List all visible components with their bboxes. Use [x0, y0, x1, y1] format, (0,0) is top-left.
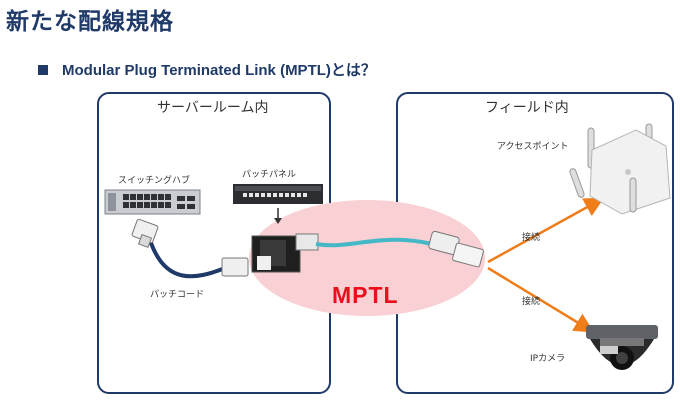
square-bullet-icon: [38, 64, 48, 75]
patch-cord-plug-left-icon: [131, 218, 159, 249]
field-plug-icon: [428, 230, 484, 268]
patch-cord-cable: [148, 239, 226, 279]
access-point-icon: [569, 123, 671, 215]
switching-hub-icon: [104, 189, 201, 215]
patch-panel-label: パッチパネル: [242, 170, 297, 180]
server-room-title: サーバールーム内: [157, 100, 269, 116]
connection-label-top: 接続: [522, 233, 541, 243]
switching-hub-label: スイッチングハブ: [118, 176, 191, 186]
patch-panel-icon: [233, 184, 323, 204]
subtitle: Modular Plug Terminated Link (MPTL)とは？: [62, 62, 376, 79]
field-title: フィールド内: [485, 100, 569, 116]
ip-camera-label: IPカメラ: [530, 354, 566, 364]
keystone-jack-icon: [251, 233, 319, 273]
arrow-to-ip-camera: [487, 266, 595, 333]
access-point-label: アクセスポイント: [497, 142, 569, 152]
mptl-area-ellipse: [249, 200, 485, 316]
subtitle-row: Modular Plug Terminated Link (MPTL)とは？: [38, 59, 376, 80]
mptl-cable: [315, 237, 433, 248]
arrow-to-access-point: [487, 197, 605, 264]
mptl-label: MPTL: [332, 282, 399, 308]
patch-cord-plug-right-icon: [221, 257, 249, 277]
patch-cord-label: パッチコード: [150, 290, 205, 300]
page-title: 新たな配線規格: [6, 9, 174, 35]
connection-label-bottom: 接続: [522, 297, 541, 307]
ip-camera-icon: [586, 325, 658, 370]
